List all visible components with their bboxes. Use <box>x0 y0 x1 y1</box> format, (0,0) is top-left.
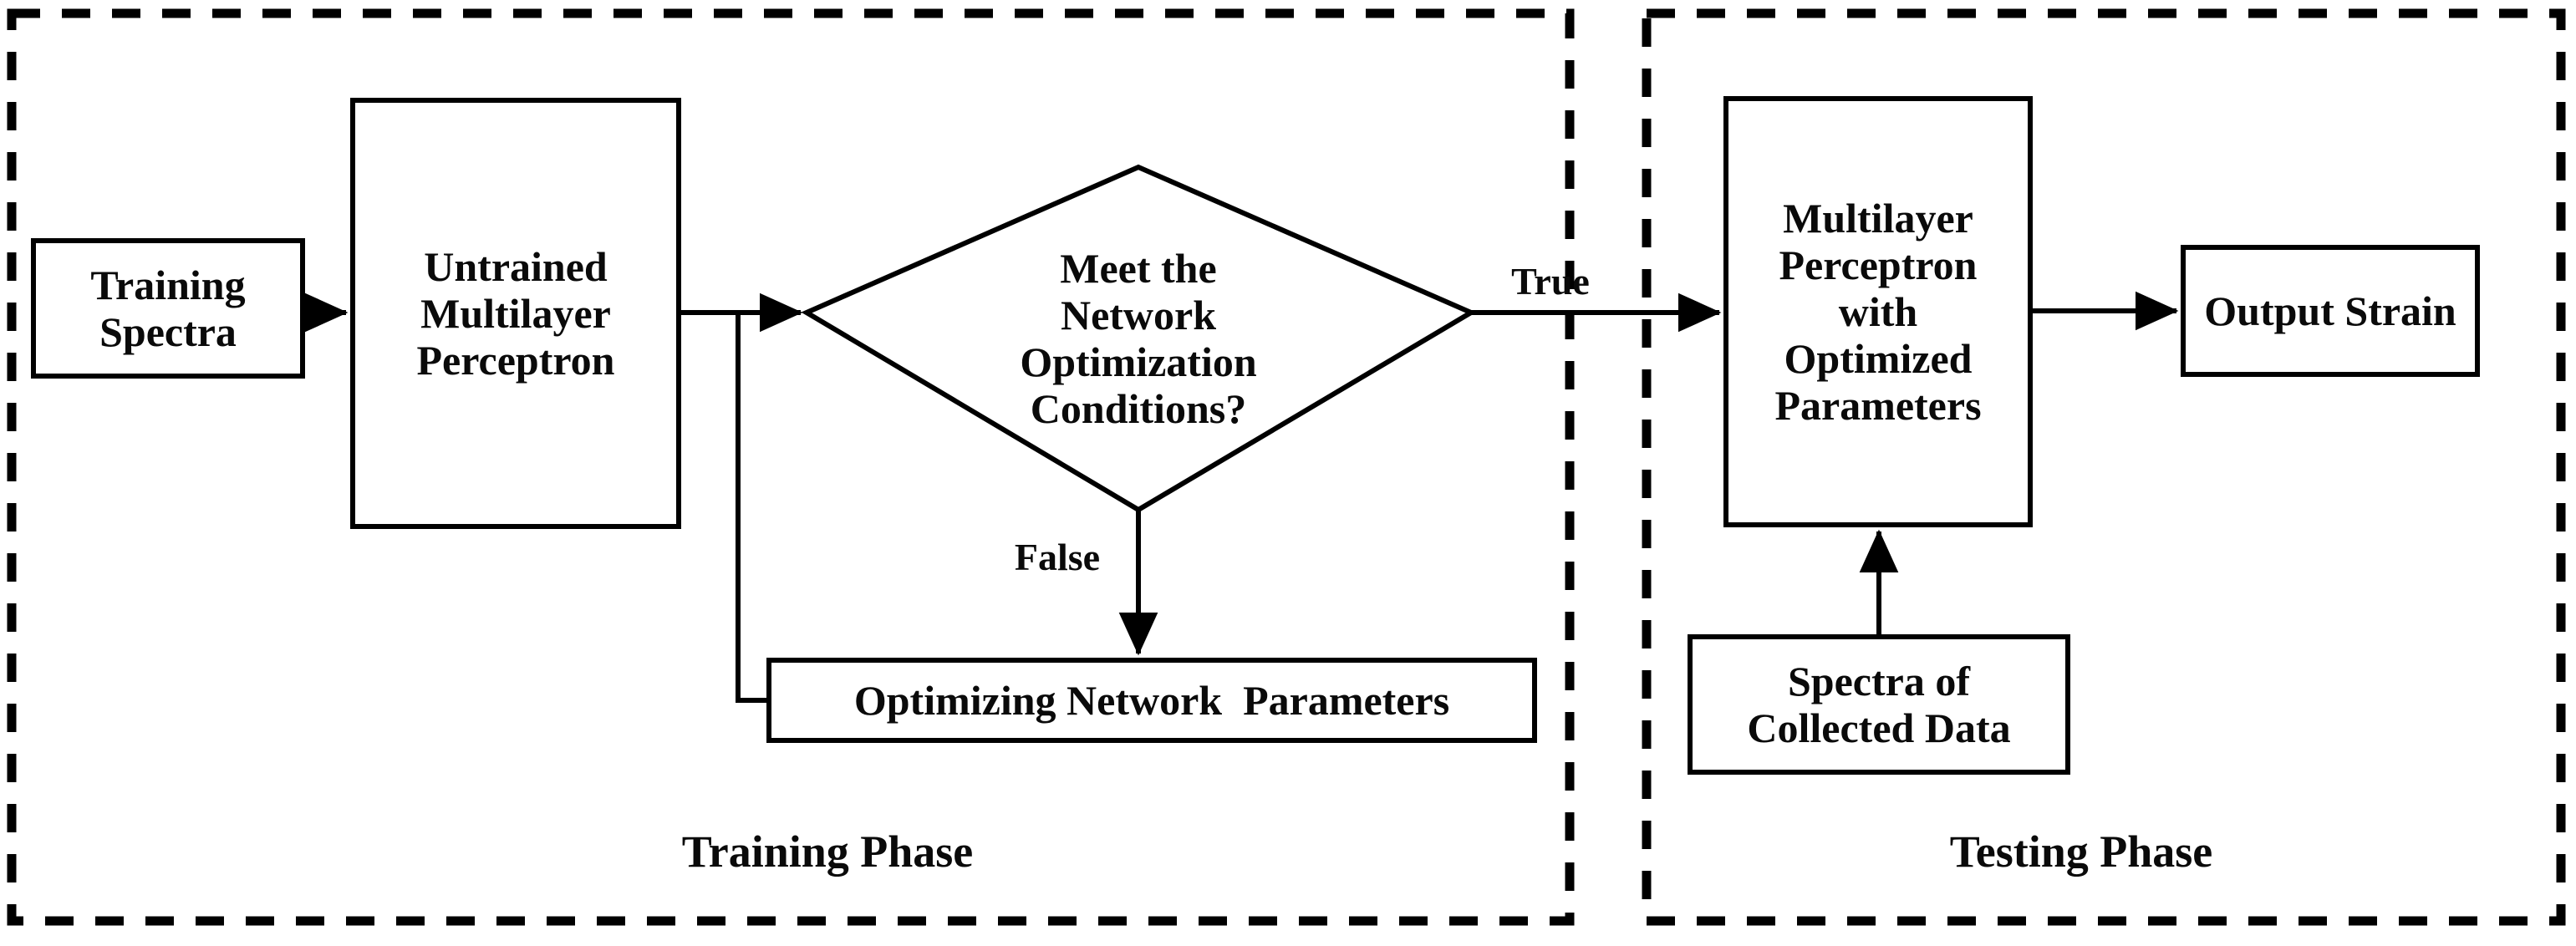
testing-phase-frame <box>1642 8 2566 926</box>
testing-phase-label: Testing Phase <box>1949 826 2213 877</box>
decision-diamond[interactable] <box>801 164 1477 513</box>
output-strain-box[interactable] <box>2181 245 2480 377</box>
optimized-mlp-box[interactable] <box>1723 96 2033 527</box>
training-phase-label: Training Phase <box>681 826 974 877</box>
collected-spectra-box[interactable] <box>1688 634 2070 775</box>
training-phase-frame <box>7 8 1575 926</box>
untrained-mlp-box[interactable] <box>350 98 681 529</box>
false-branch-label: False <box>1014 536 1101 578</box>
training-spectra-box[interactable] <box>31 238 305 379</box>
true-branch-label: True <box>1511 260 1590 303</box>
feedback-loop-connector <box>736 313 769 703</box>
optimizing-parameters-box[interactable] <box>766 658 1537 743</box>
